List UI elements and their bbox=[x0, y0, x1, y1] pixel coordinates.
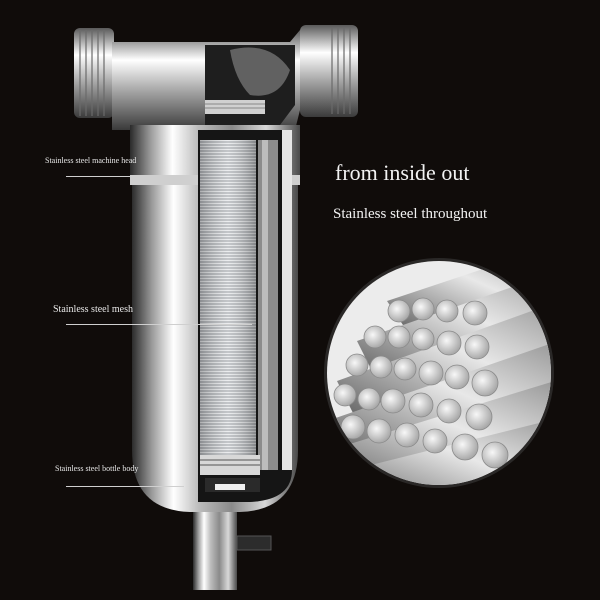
label-bottle-body-line bbox=[66, 486, 184, 487]
steel-rods-icon bbox=[327, 261, 551, 485]
subheadline: Stainless steel throughout bbox=[333, 206, 488, 222]
label-mesh-line bbox=[66, 324, 252, 325]
headline: from inside out bbox=[335, 160, 470, 185]
label-mesh: Stainless steel mesh bbox=[53, 304, 133, 315]
label-bottle-body: Stainless steel bottle body bbox=[55, 464, 139, 473]
steel-rods-inset bbox=[324, 258, 554, 488]
label-machine-head: Stainless steel machine head bbox=[45, 156, 137, 165]
label-machine-head-line bbox=[66, 176, 192, 177]
